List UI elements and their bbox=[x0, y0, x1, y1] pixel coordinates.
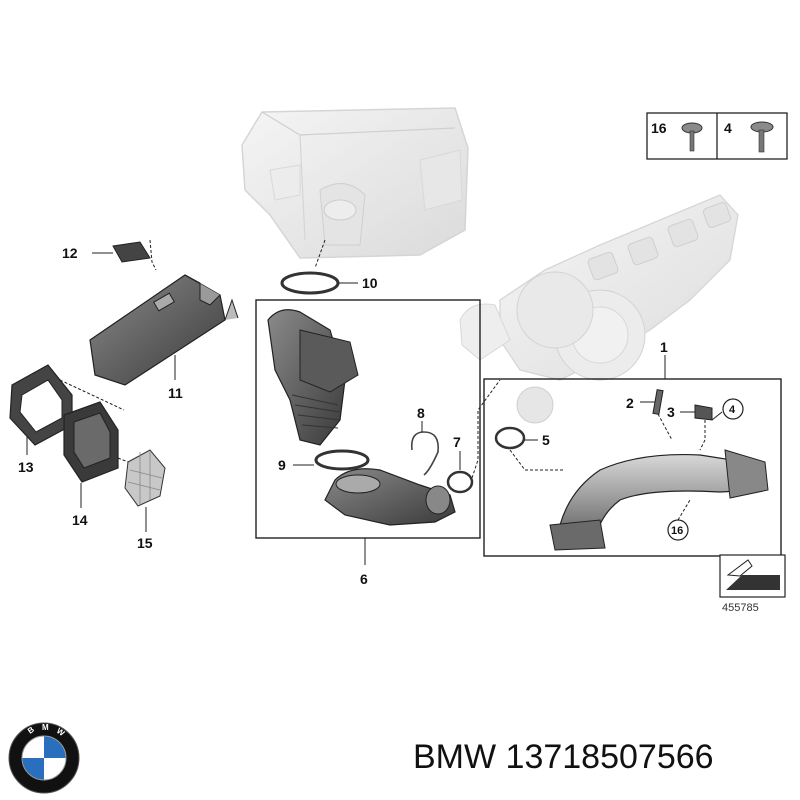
part-6-elbow bbox=[324, 468, 456, 565]
part-5-o-ring bbox=[494, 426, 565, 471]
screw-legend-box: 16 4 bbox=[646, 112, 788, 160]
svg-text:W: W bbox=[55, 726, 67, 738]
part-12-filter-pad bbox=[92, 239, 157, 271]
svg-text:M: M bbox=[42, 723, 49, 732]
part-3-sensor bbox=[680, 404, 713, 451]
footer-part-number: 13718507566 bbox=[505, 738, 714, 776]
legend-number-4: 4 bbox=[724, 120, 732, 136]
callout-2: 2 bbox=[626, 395, 634, 411]
callout-13: 13 bbox=[18, 459, 34, 475]
callout-15: 15 bbox=[137, 535, 153, 551]
callout-1: 1 bbox=[660, 339, 668, 355]
part-8-wire-clip bbox=[410, 421, 440, 476]
part-6-intake-hose bbox=[267, 309, 359, 446]
footer-brand: BMW bbox=[413, 738, 497, 776]
footer-part-label: BMW 13718507566 bbox=[413, 738, 714, 777]
callout-circle-4 bbox=[711, 398, 744, 421]
part-11-intake-duct bbox=[89, 274, 239, 386]
reference-number: 455785 bbox=[722, 602, 759, 614]
callout-7: 7 bbox=[453, 434, 461, 450]
callout-5: 5 bbox=[542, 432, 550, 448]
callout-10: 10 bbox=[362, 275, 378, 291]
legend-number-16: 16 bbox=[651, 120, 667, 136]
part-2-sensor bbox=[640, 389, 673, 441]
part-7-o-ring bbox=[446, 379, 501, 494]
callout-11: 11 bbox=[168, 385, 183, 401]
screw-16-icon bbox=[681, 122, 703, 152]
part-10-hose-clamp bbox=[280, 239, 358, 295]
callout-9: 9 bbox=[278, 457, 286, 473]
callout-3: 3 bbox=[667, 404, 675, 420]
callout-16-circled: 16 bbox=[671, 525, 683, 537]
part-15-mesh-grille bbox=[117, 449, 166, 532]
callout-14: 14 bbox=[72, 512, 88, 528]
callout-8: 8 bbox=[417, 405, 425, 421]
svg-text:B: B bbox=[26, 725, 36, 736]
turbocharger-ghost bbox=[459, 194, 739, 424]
bmw-logo: B M W bbox=[8, 722, 80, 794]
part-13-seal-frame bbox=[9, 364, 125, 455]
callout-6: 6 bbox=[360, 571, 368, 587]
callout-4-circled: 4 bbox=[729, 404, 736, 416]
assembly-box-6 bbox=[255, 299, 481, 539]
air-filter-housing-ghost bbox=[241, 107, 469, 259]
callout-circle-16 bbox=[667, 499, 691, 541]
part-14-intake-funnel bbox=[63, 401, 119, 508]
callout-12: 12 bbox=[62, 245, 78, 261]
screw-4-icon bbox=[750, 121, 774, 153]
part-9-clamp bbox=[293, 449, 370, 471]
reference-icon-box: 455785 bbox=[719, 554, 786, 614]
part-1-charge-pipe bbox=[549, 355, 769, 551]
assembly-box-1 bbox=[483, 378, 782, 557]
